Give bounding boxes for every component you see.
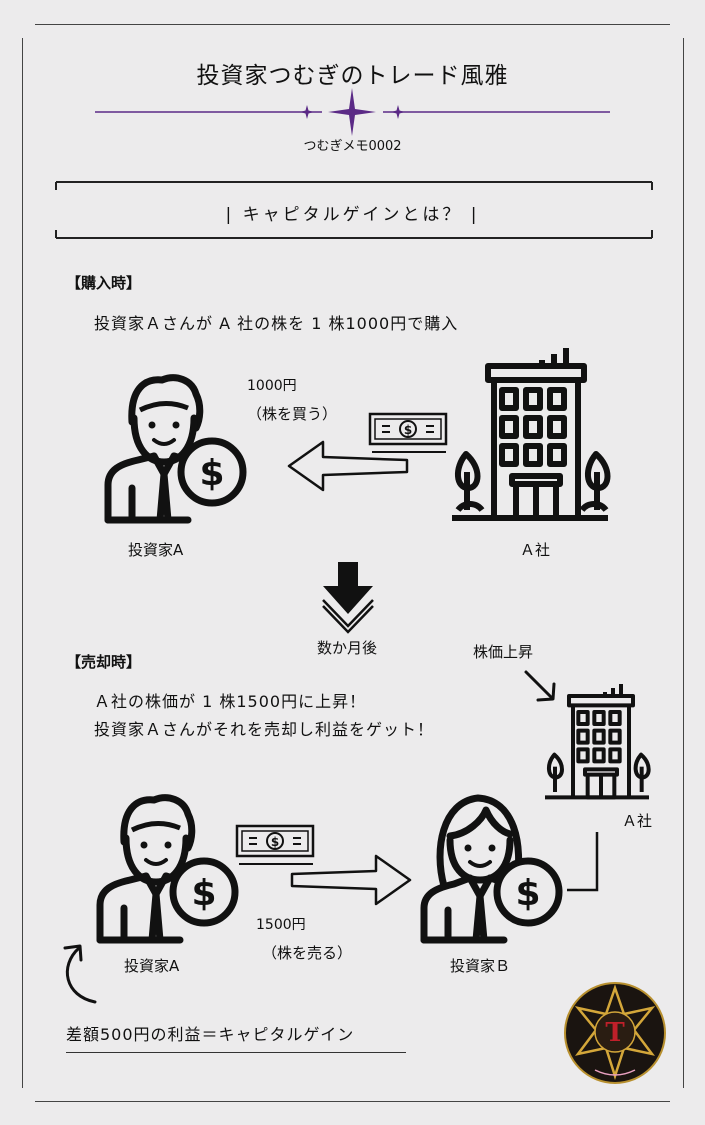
- sparkle-small-icon: [391, 105, 405, 119]
- connector-line: [567, 832, 599, 892]
- curved-arrow-icon: [63, 944, 97, 1004]
- purchase-section-label: 【購入時】: [66, 274, 142, 292]
- investor-b-icon: $: [420, 794, 563, 944]
- sale-line-2: 投資家Ａさんがそれを売却し利益をゲット！: [94, 720, 435, 739]
- sale-section-label: 【売却時】: [66, 653, 142, 671]
- company-a-small-label: Ａ社: [622, 812, 653, 830]
- sparkle-icon: [328, 88, 376, 136]
- conclusion-underline: [66, 1052, 406, 1053]
- arrow-left-icon: [287, 440, 409, 492]
- svg-text:$: $: [515, 873, 540, 914]
- svg-text:$: $: [271, 835, 279, 849]
- frame-bottom-line: [35, 1101, 670, 1102]
- sale-price: 1500円: [256, 917, 306, 933]
- star-emblem-logo: T: [564, 982, 666, 1084]
- svg-text:T: T: [605, 1018, 625, 1048]
- arrow-right-icon: [290, 854, 412, 906]
- purchase-description: 投資家Ａさんが A 社の株を 1 株1000円で購入: [94, 314, 459, 333]
- svg-text:$: $: [404, 423, 412, 437]
- title-ornament: [95, 88, 610, 136]
- investor-a-label: 投資家A: [128, 541, 184, 559]
- banknote-sale-icon: $: [235, 824, 315, 865]
- frame-right-line: [683, 38, 684, 1088]
- diagonal-arrow-icon: [524, 670, 556, 702]
- banknote-icon: $: [368, 412, 448, 453]
- svg-text:$: $: [199, 453, 224, 494]
- arrow-down-icon: [322, 562, 374, 634]
- rise-label: 株価上昇: [473, 643, 534, 661]
- company-a-small-building-icon: [545, 684, 651, 800]
- purchase-action: （株を買う）: [247, 405, 338, 423]
- sparkle-small-icon: [300, 105, 314, 119]
- svg-text:$: $: [191, 873, 216, 914]
- heading-box-frame: [55, 181, 653, 239]
- heading-text: | キャピタルゲインとは？ |: [225, 205, 480, 225]
- investor-a-sale-icon: $: [96, 794, 239, 944]
- sale-action: （株を売る）: [262, 944, 353, 962]
- investor-b-label: 投資家Ｂ: [450, 957, 511, 975]
- purchase-price: 1000円: [247, 378, 297, 394]
- transition-label: 数か月後: [317, 639, 378, 657]
- frame-left-line: [22, 38, 23, 1088]
- company-a-label: Ａ社: [520, 541, 551, 559]
- sale-line-1: Ａ社の株価が 1 株1500円に上昇！: [94, 692, 367, 711]
- conclusion-text: 差額500円の利益＝キャピタルゲイン: [66, 1025, 355, 1044]
- frame-top-line: [35, 24, 670, 25]
- page-title: 投資家つむぎのトレード風雅: [196, 63, 509, 89]
- investor-a-icon: $: [104, 374, 247, 524]
- company-a-building-icon: [452, 348, 611, 521]
- memo-number: つむぎメモ0002: [303, 139, 402, 154]
- investor-a-sale-label: 投資家A: [124, 957, 180, 975]
